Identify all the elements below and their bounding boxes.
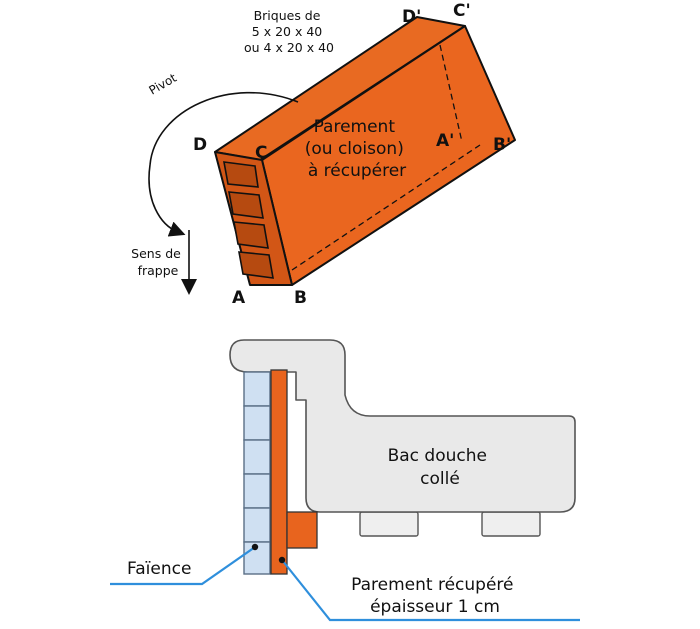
tray-foot-left bbox=[359, 511, 419, 537]
facing-label: Parement récupéré épaisseur 1 cm bbox=[351, 575, 519, 617]
brick-hollow-cells bbox=[223, 161, 274, 279]
tile-callout-dot bbox=[251, 543, 259, 551]
corner-b: B bbox=[294, 288, 307, 308]
shower-tray-section: Bac douche collé Faïence Parement récupé… bbox=[110, 339, 580, 622]
pivot-arc-arrow bbox=[148, 92, 299, 237]
pivot-label: Pivot bbox=[147, 71, 180, 98]
hidden-edges bbox=[291, 44, 481, 271]
tile-label: Faïence bbox=[127, 559, 191, 579]
strike-direction-label: Sens de frappe bbox=[131, 246, 185, 278]
corner-c: C bbox=[255, 143, 267, 163]
corner-d: D bbox=[193, 135, 207, 155]
brick-panel-illustration: Briques de 5 x 20 x 40 ou 4 x 20 x 40 Pi… bbox=[131, 1, 516, 308]
corner-a: A bbox=[232, 288, 246, 308]
facing-foot-block bbox=[286, 511, 318, 549]
shower-tray-body bbox=[229, 339, 576, 513]
tray-foot-right bbox=[481, 511, 541, 537]
facing-callout-line bbox=[281, 559, 580, 622]
recovered-facing-strip bbox=[270, 369, 288, 575]
corner-a-prime: A' bbox=[436, 131, 454, 151]
facing-callout-dot bbox=[278, 556, 286, 564]
corner-d-prime: D' bbox=[402, 7, 421, 27]
tile-callout-line bbox=[110, 546, 256, 586]
tile-column bbox=[243, 371, 271, 575]
corner-b-prime: B' bbox=[493, 135, 511, 155]
brick-size-label: Briques de 5 x 20 x 40 ou 4 x 20 x 40 bbox=[244, 8, 334, 55]
corner-c-prime: C' bbox=[453, 1, 471, 21]
panel-label: Parement (ou cloison) à récupérer bbox=[305, 117, 409, 181]
shower-tray-label: Bac douche collé bbox=[388, 446, 493, 489]
corner-labels: D' C' A' B' D C A B bbox=[193, 1, 511, 308]
